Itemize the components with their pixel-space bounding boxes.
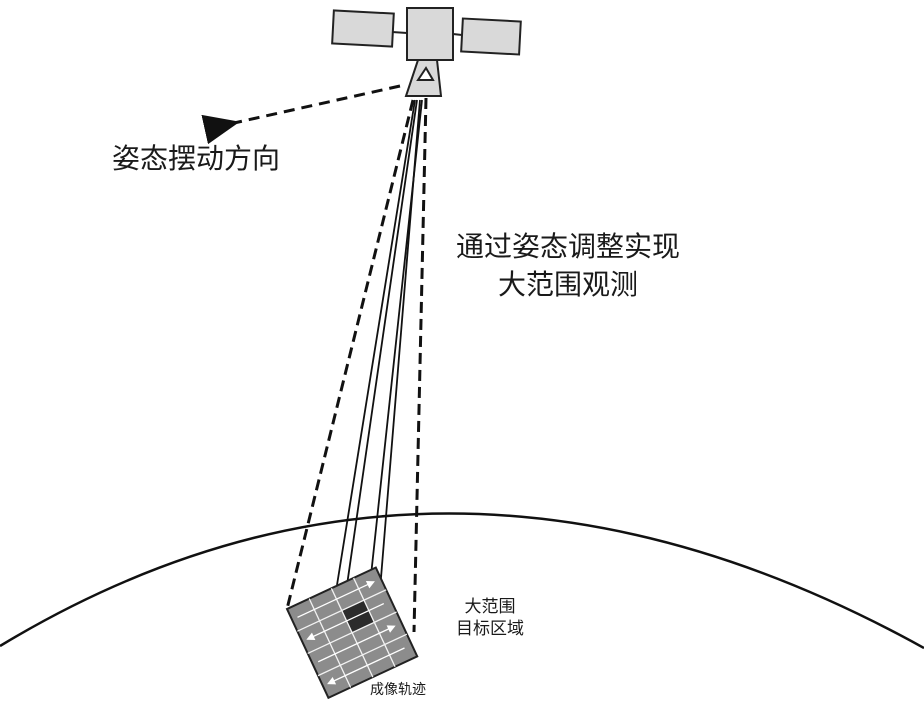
- current-imaging-cell: [341, 600, 375, 633]
- main-caption-line1: 通过姿态调整实现: [456, 230, 681, 263]
- target-area-label-line2: 目标区域: [456, 619, 524, 639]
- dashed-arrow-icon: [201, 84, 401, 145]
- earth-surface-arc: [0, 512, 924, 650]
- beam-line: [345, 99, 418, 593]
- main-caption: 通过姿态调整实现 大范围观测: [456, 228, 680, 304]
- satellite-icon: [331, 7, 522, 97]
- beam-line: [336, 99, 416, 586]
- fov-dashed-left: [285, 99, 415, 610]
- imaging-track-arrows: [297, 580, 405, 685]
- target-area-label: 大范围 目标区域: [456, 596, 524, 640]
- imaging-track-label: 成像轨迹: [370, 682, 426, 698]
- fov-dashed-right: [412, 97, 428, 633]
- beam-line: [365, 99, 423, 623]
- target-area-grid: [285, 566, 419, 700]
- attitude-direction-label: 姿态摆动方向: [112, 142, 281, 175]
- target-area-label-line1: 大范围: [464, 597, 516, 617]
- main-caption-line2: 大范围观测: [498, 268, 639, 301]
